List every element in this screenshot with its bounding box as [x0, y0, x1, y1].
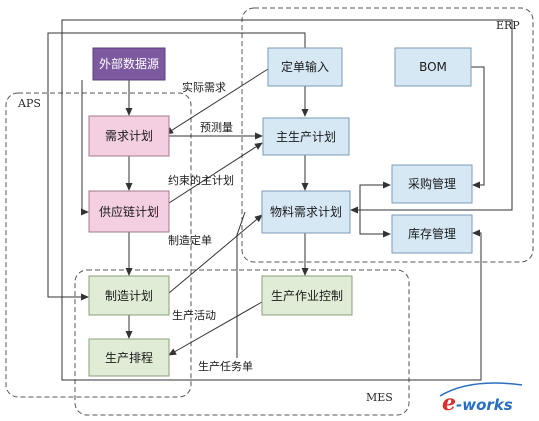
aps-region — [5, 92, 192, 398]
bom-label: BOM — [419, 60, 447, 74]
mrp-to-inventory-line — [359, 210, 391, 238]
demand-plan-node: 需求计划 — [88, 115, 170, 157]
erp-region-label: ERP — [496, 19, 520, 32]
task-order-line — [236, 211, 246, 358]
production-scheduling-node: 生产排程 — [88, 338, 170, 377]
mrp-node: 物料需求计划 — [261, 190, 351, 234]
external-data-source-label: 外部数据源 — [99, 56, 159, 71]
production-control-label: 生产作业控制 — [271, 289, 343, 303]
supply-chain-plan-label: 供应链计划 — [99, 204, 159, 219]
constrained-plan-label: 约束的主计划 — [168, 173, 234, 187]
external-to-supply-line — [81, 80, 89, 216]
mrp-label: 物料需求计划 — [270, 205, 342, 219]
supply-chain-plan-node: 供应链计划 — [88, 190, 170, 233]
external-data-source-node: 外部数据源 — [92, 47, 166, 81]
procurement-label: 采购管理 — [408, 176, 456, 191]
mes-region-label: MES — [366, 391, 393, 404]
logo-works-text: -works — [456, 396, 513, 414]
erp-region — [241, 7, 534, 263]
inventory-label: 库存管理 — [408, 226, 456, 241]
eworks-logo: e-works — [439, 382, 523, 416]
order-input-label: 定单输入 — [281, 59, 329, 74]
procurement-node: 采购管理 — [391, 164, 473, 204]
control-to-scheduling-arrow — [168, 301, 263, 356]
bottom-feedback-line — [61, 67, 482, 381]
production-task-order-label: 生产任务单 — [198, 359, 253, 373]
aps-region-label: APS — [17, 97, 41, 110]
forecast-label: 预测量 — [200, 121, 233, 134]
manufacturing-plan-label: 制造计划 — [105, 289, 153, 303]
manufacturing-plan-node: 制造计划 — [88, 275, 170, 316]
order-input-node: 定单输入 — [267, 47, 343, 87]
production-activity-label: 生产活动 — [172, 308, 216, 322]
top-bus-line — [61, 19, 513, 214]
manufacturing-mrp-double-arrow — [161, 214, 263, 301]
svg-text:e-works: e-works — [442, 390, 513, 416]
manufacturing-order-label: 制造定单 — [168, 233, 212, 247]
master-production-plan-node: 主生产计划 — [262, 117, 350, 156]
actual-demand-label: 实际需求 — [182, 80, 226, 94]
inventory-node: 库存管理 — [391, 214, 473, 254]
order-to-left-bus — [47, 32, 306, 301]
demand-plan-label: 需求计划 — [105, 129, 153, 143]
bom-to-procurement-line — [471, 66, 485, 189]
logo-e-letter: e — [442, 390, 456, 416]
supply-to-master-arrow — [168, 142, 263, 204]
mrp-branch-line — [359, 181, 391, 210]
order-to-demand-arrow — [165, 68, 269, 135]
production-scheduling-label: 生产排程 — [105, 350, 153, 365]
production-control-node: 生产作业控制 — [261, 275, 353, 316]
bom-node: BOM — [394, 47, 472, 87]
master-production-plan-label: 主生产计划 — [276, 130, 336, 144]
